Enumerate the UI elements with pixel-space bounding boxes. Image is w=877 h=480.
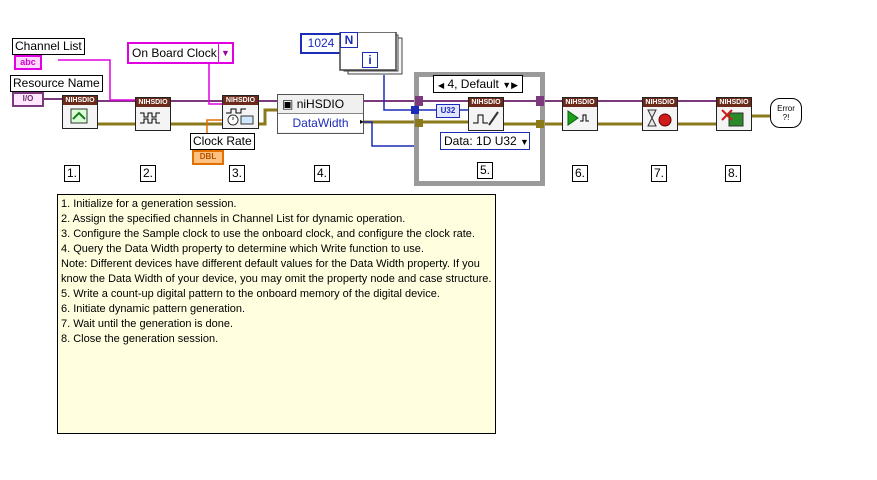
- comment-line: 7. Wait until the generation is done.: [61, 318, 234, 330]
- init-session-vi[interactable]: NIHSDIO: [62, 95, 98, 129]
- case-prev-icon[interactable]: ◀: [437, 81, 445, 90]
- vi-banner: NIHSDIO: [563, 98, 597, 107]
- comment-line: 3. Configure the Sample clock to use the…: [61, 228, 475, 240]
- chevron-down-icon[interactable]: ▼: [218, 44, 232, 62]
- error-tunnel: [415, 119, 423, 127]
- step-label-3: 3.: [229, 165, 245, 182]
- step-label-1: 1.: [64, 165, 80, 182]
- comment-line: 5. Write a count-up digital pattern to t…: [61, 288, 440, 300]
- clock-source-value: On Board Clock: [132, 46, 217, 60]
- channel-list-label: Channel List: [12, 38, 85, 55]
- data-type-value: Data: 1D U32: [444, 134, 517, 148]
- data-type-selector[interactable]: Data: 1D U32 ▼: [440, 132, 530, 150]
- resource-name-terminal[interactable]: I/O: [12, 92, 44, 107]
- vi-banner: NIHSDIO: [63, 96, 97, 105]
- clock-source-ring[interactable]: On Board Clock ▼: [127, 42, 234, 64]
- error-wire: [96, 108, 770, 126]
- assign-channels-vi[interactable]: NIHSDIO: [135, 97, 171, 131]
- init-session-icon: [63, 105, 97, 127]
- close-session-vi[interactable]: NIHSDIO: [716, 97, 752, 131]
- step-label-2: 2.: [140, 165, 156, 182]
- string-wire: [58, 59, 222, 105]
- error-tunnel: [536, 120, 544, 128]
- n-terminal: N: [340, 32, 358, 48]
- vi-banner: NIHSDIO: [643, 98, 677, 107]
- write-waveform-icon: [469, 107, 503, 129]
- wait-until-done-icon: [643, 107, 677, 129]
- session-tunnel: [536, 96, 544, 106]
- clock-rate-label: Clock Rate: [190, 133, 255, 150]
- step-label-4: 4.: [314, 165, 330, 182]
- step-label-5: 5.: [477, 162, 493, 179]
- data-width-property-node[interactable]: ▣ niHSDIO DataWidth: [277, 94, 364, 134]
- comment-line: 8. Close the generation session.: [61, 333, 219, 345]
- comment-line: 6. Initiate dynamic pattern generation.: [61, 303, 246, 315]
- configure-clock-vi[interactable]: NIHSDIO: [222, 95, 259, 129]
- data-width-wire: [362, 110, 417, 147]
- chevron-down-icon[interactable]: ▼: [520, 137, 529, 147]
- step-label-7: 7.: [651, 165, 667, 182]
- diagram-comment: 1. Initialize for a generation session. …: [57, 194, 496, 434]
- wait-until-done-vi[interactable]: NIHSDIO: [642, 97, 678, 131]
- comment-line: 2. Assign the specified channels in Chan…: [61, 213, 406, 225]
- output-arrow-icon: ▸: [360, 117, 365, 126]
- comment-line: Note: Different devices have different d…: [61, 258, 492, 285]
- data-width-property[interactable]: DataWidth: [278, 114, 363, 132]
- vi-banner: NIHSDIO: [717, 98, 751, 107]
- clock-source-wire: [208, 60, 222, 105]
- channel-list-terminal[interactable]: abc: [14, 55, 42, 70]
- clock-rate-terminal[interactable]: DBL: [192, 150, 224, 165]
- selector-terminal: [411, 106, 419, 114]
- session-tunnel: [415, 96, 423, 106]
- step-label-6: 6.: [572, 165, 588, 182]
- error-handler-text: Error ?!: [777, 104, 795, 122]
- initiate-icon: [563, 107, 597, 129]
- error-wire-segment: [257, 108, 277, 126]
- property-node-class-name: niHSDIO: [296, 97, 345, 111]
- vi-banner: NIHSDIO: [469, 98, 503, 107]
- case-selector[interactable]: ◀ 4, Default ▼▶: [433, 75, 523, 93]
- vi-banner: NIHSDIO: [223, 96, 258, 105]
- write-waveform-vi[interactable]: NIHSDIO: [468, 97, 504, 131]
- channel-list-wire: [58, 59, 135, 101]
- u32-conversion: U32: [436, 104, 460, 118]
- case-next-icon[interactable]: ▼▶: [502, 80, 519, 90]
- case-selector-value: 4, Default: [447, 77, 499, 91]
- step-label-8: 8.: [725, 165, 741, 182]
- reference-icon: ▣: [282, 97, 294, 111]
- comment-line: 4. Query the Data Width property to dete…: [61, 243, 424, 255]
- simple-error-handler[interactable]: Error ?!: [770, 98, 802, 128]
- comment-line: 1. Initialize for a generation session.: [61, 198, 237, 210]
- assign-channels-icon: [136, 107, 170, 129]
- vi-banner: NIHSDIO: [136, 98, 170, 107]
- case-structure[interactable]: [414, 72, 545, 186]
- resource-name-label: Resource Name: [10, 75, 103, 92]
- initiate-vi[interactable]: NIHSDIO: [562, 97, 598, 131]
- close-session-icon: [717, 107, 751, 129]
- property-node-class: ▣ niHSDIO: [278, 95, 363, 114]
- configure-clock-icon: [223, 105, 258, 127]
- i-terminal: i: [362, 52, 378, 68]
